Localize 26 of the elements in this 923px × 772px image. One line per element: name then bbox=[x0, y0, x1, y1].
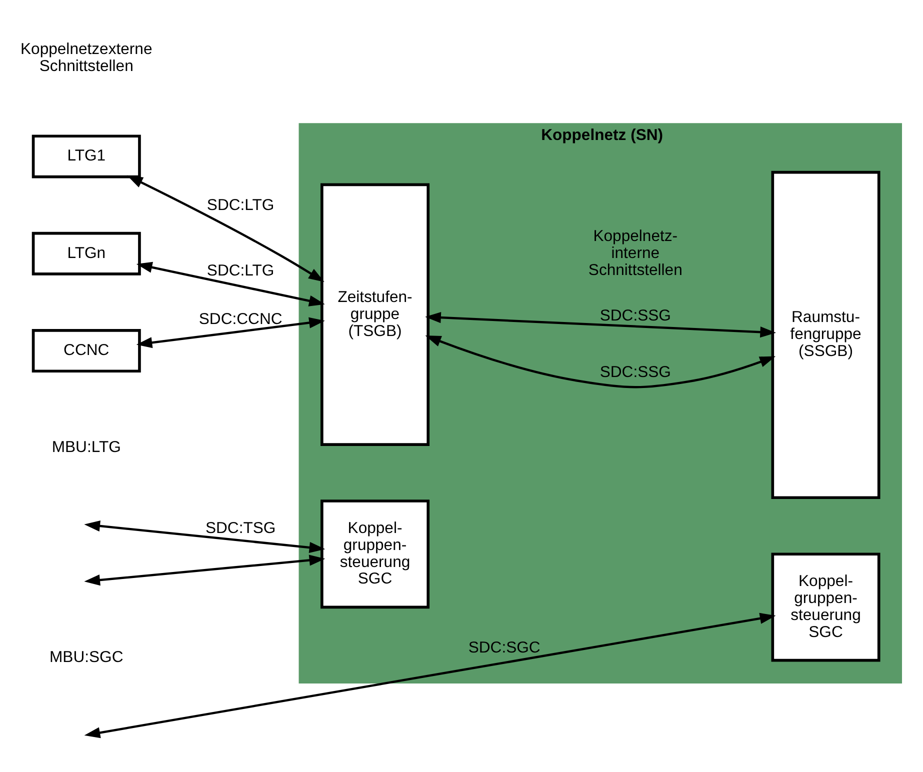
node-box: Koppel- gruppen- steuerung SGC bbox=[320, 500, 430, 609]
arrow bbox=[136, 262, 324, 306]
edge-label: SDC:SSG bbox=[599, 364, 670, 381]
arrow bbox=[136, 317, 324, 348]
arrow bbox=[84, 520, 325, 554]
edge-label: SDC:SGC bbox=[468, 640, 540, 657]
edge-label: SDC:CCNC bbox=[198, 310, 282, 328]
edge-label: SDC:LTG bbox=[206, 196, 274, 214]
label: MBU:LTG bbox=[51, 439, 120, 456]
arrow bbox=[84, 554, 325, 586]
node-box: Raumstu- fengruppe (SSGB) bbox=[770, 170, 880, 500]
edge-label: SDC:SSG bbox=[599, 308, 670, 324]
edge-label: SDC:LTG bbox=[206, 262, 274, 280]
node-box: CCNC bbox=[31, 329, 140, 373]
arrow bbox=[424, 312, 776, 338]
arrow bbox=[126, 175, 324, 282]
arrow bbox=[84, 612, 776, 738]
label: Koppelnetz- interne Schnittstellen bbox=[588, 228, 682, 279]
label: Koppelnetzexterne Schnittstellen bbox=[20, 40, 152, 75]
label: MBU:SGC bbox=[49, 649, 123, 666]
node-box: LTG1 bbox=[31, 134, 140, 178]
node-box: Zeitstufen- gruppe (TSGB) bbox=[320, 183, 430, 446]
node-box: Koppel- gruppen- steuerung SGC bbox=[770, 552, 880, 662]
node-box: LTGn bbox=[31, 232, 140, 276]
arrow bbox=[424, 336, 776, 388]
edge-label: SDC:TSG bbox=[204, 520, 276, 537]
